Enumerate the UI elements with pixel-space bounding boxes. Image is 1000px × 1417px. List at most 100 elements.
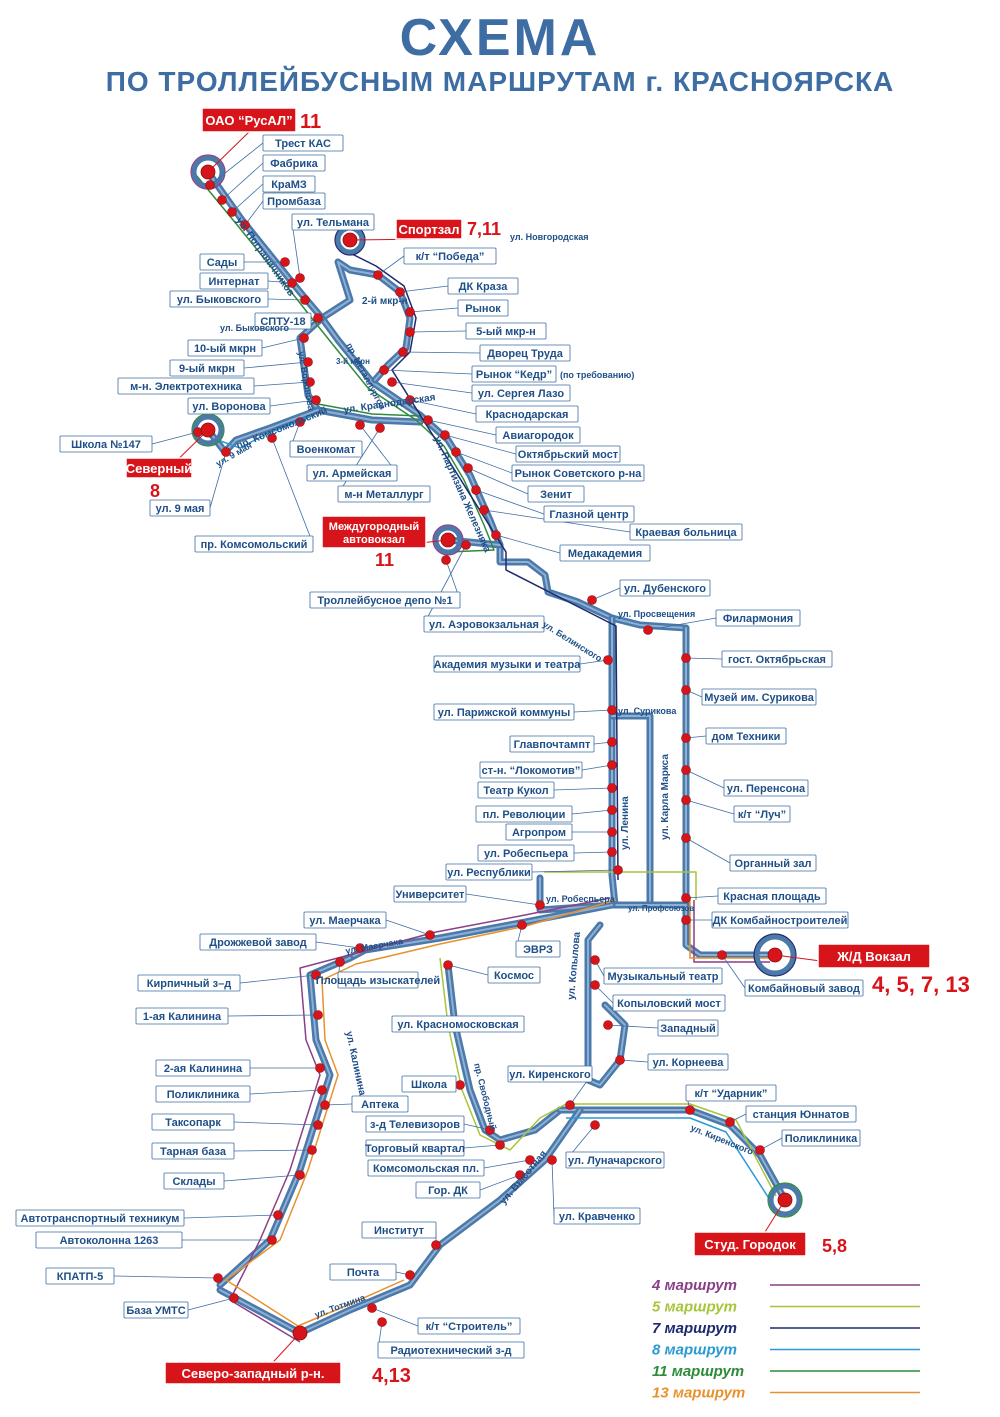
stop-respubliki[interactable] (613, 865, 623, 875)
stop-label-oktyabrsky-most[interactable]: Октябрьский мост (515, 445, 621, 463)
stop-institut[interactable] (431, 1240, 441, 1250)
stop-gor-dk[interactable] (515, 1170, 525, 1180)
stop-filarmoniya[interactable] (643, 625, 653, 635)
stop-drozhzhevoy[interactable] (355, 943, 365, 953)
stop-label-rynok-kedr[interactable]: Рынок “Кедр” (471, 365, 557, 383)
stop-tarnaya[interactable] (307, 1145, 317, 1155)
stop-organny[interactable] (681, 833, 691, 843)
stop-label-krasnomoskovskaya[interactable]: ул. Красномосковская (391, 1015, 525, 1033)
stop-label-drozhzhevoy[interactable]: Дрожжевой завод (199, 933, 317, 951)
stop-label-avtotehnikum[interactable]: Автотранспортный техникум (15, 1209, 185, 1227)
stop-kt-luch[interactable] (681, 795, 691, 805)
stop-kraevaya[interactable] (479, 505, 489, 515)
stop-label-prombaza[interactable]: Промбаза (262, 192, 326, 210)
stop-dvorets-truda[interactable] (398, 347, 408, 357)
stop-aerovokzalnaya[interactable] (461, 540, 471, 550)
stop-label-kramz[interactable]: КраМЗ (262, 175, 316, 193)
stop-label-voenkomat[interactable]: Военкомат (289, 440, 363, 458)
stop-label-aviagorodok[interactable]: Авиагородок (495, 426, 581, 444)
stop-label-medakademiya[interactable]: Медакадемия (559, 544, 651, 562)
stop-label-radiotehnichesky[interactable]: Радиотехнический з-д (377, 1341, 525, 1359)
stop-label-gost-okt[interactable]: гост. Октябрьская (721, 650, 833, 668)
stop-label-mkr10[interactable]: 10-ый мкрн (187, 339, 263, 357)
stop-kalinina1[interactable] (313, 1010, 323, 1020)
stop-label-pl-izyskateley[interactable]: Площадь изыскателей (316, 971, 440, 989)
stop-kravchenko[interactable] (547, 1155, 557, 1165)
terminal-stop[interactable] (200, 164, 216, 180)
stop-label-torgovy[interactable]: Торговый квартал (365, 1139, 465, 1157)
stop-label-agroprom[interactable]: Агропром (505, 823, 573, 841)
stop-parizhskoy[interactable] (607, 705, 617, 715)
stop-label-tarnaya[interactable]: Тарная база (151, 1142, 235, 1160)
stop-kt-pobeda[interactable] (373, 270, 383, 280)
stop-label-krasnaya-pl[interactable]: Красная площадь (717, 887, 827, 905)
stop-muz-teatr[interactable] (590, 955, 600, 965)
stop-label-pochta[interactable]: Почта (329, 1263, 397, 1281)
stop-label-kombainovy[interactable]: Комбайновый завод (744, 979, 864, 997)
stop-label-kravchenko[interactable]: ул. Кравченко (553, 1207, 641, 1225)
stop-label-elektrotehnika[interactable]: м-н. Электротехника (117, 377, 255, 395)
stop-metallurg[interactable] (375, 423, 385, 433)
stop-komsomolsky[interactable] (267, 433, 277, 443)
stop-kirpichny[interactable] (311, 970, 321, 980)
stop-label-mkr9[interactable]: 9-ый мкрн (169, 359, 245, 377)
stop-universitet[interactable] (535, 900, 545, 910)
stop-label-sklady[interactable]: Склады (163, 1172, 225, 1190)
stop-mkr10[interactable] (299, 333, 309, 343)
stop-krasnodarskaya[interactable] (405, 395, 415, 405)
stop-label-dk-kombain[interactable]: ДК Комбайностроителей (711, 911, 849, 929)
stop-label-fabrika[interactable]: Фабрика (262, 154, 326, 172)
stop-taksopark[interactable] (313, 1120, 323, 1130)
stop-teatr-kukol[interactable] (607, 783, 617, 793)
stop-trest-kas[interactable] (205, 180, 215, 190)
stop-label-voronova[interactable]: ул. Воронова (187, 397, 271, 415)
stop-evrz[interactable] (517, 920, 527, 930)
stop-robespyera[interactable] (607, 847, 617, 857)
stop-pl-izyskateley[interactable] (335, 957, 345, 967)
stop-kt-stroitel[interactable] (367, 1303, 377, 1313)
stop-label-apteka[interactable]: Аптека (351, 1095, 409, 1113)
stop-fabrika[interactable] (217, 195, 227, 205)
terminal-stop[interactable] (767, 947, 783, 963)
stop-kt-udarnik[interactable] (685, 1105, 695, 1115)
stop-label-teatr-kukol[interactable]: Театр Кукол (477, 781, 555, 799)
stop-yunnatov[interactable] (725, 1117, 735, 1127)
stop-kombainovy[interactable] (717, 950, 727, 960)
stop-label-poliklinika2[interactable]: Поликлиника (781, 1129, 861, 1147)
stop-glaznoy[interactable] (471, 485, 481, 495)
stop-label-komsomolsky[interactable]: пр. Комсомольский (194, 535, 314, 553)
terminal-rusal[interactable]: ОАО “РусАЛ”11 (200, 107, 321, 180)
stop-label-gor-dk[interactable]: Гор. ДК (415, 1181, 481, 1199)
stop-kirenskogo[interactable] (565, 1100, 575, 1110)
stop-glavpochtamt[interactable] (607, 737, 617, 747)
stop-label-baza-umts[interactable]: База УМТС (123, 1301, 189, 1319)
stop-label-universitet[interactable]: Университет (393, 885, 467, 903)
stop-lazo[interactable] (387, 377, 397, 387)
stop-poliklinika1[interactable] (317, 1085, 327, 1095)
stop-label-kalinina2[interactable]: 2-ая Калинина (155, 1059, 251, 1077)
stop-bykovskogo[interactable] (300, 295, 310, 305)
stop-label-perensona[interactable]: ул. Перенсона (723, 779, 809, 797)
stop-zapadny[interactable] (603, 1020, 613, 1030)
stop-telmana[interactable] (295, 273, 305, 283)
stop-label-depo1[interactable]: Троллейбусное депо №1 (309, 591, 461, 609)
stop-label-lunacharskogo[interactable]: ул. Луначарского (565, 1151, 665, 1169)
stop-label-dom-tehniki[interactable]: дом Техники (705, 727, 787, 745)
stop-perensona[interactable] (681, 765, 691, 775)
stop-voenkomat[interactable] (295, 417, 305, 427)
stop-label-akademiya-muzyki[interactable]: Академия музыки и театра (433, 655, 582, 673)
stop-elektrotehnika[interactable] (305, 377, 315, 387)
stop-label-bykovskogo[interactable]: ул. Быковского (169, 290, 269, 308)
stop-label-kirpichny[interactable]: Кирпичный з–д (137, 974, 241, 992)
stop-maerchaka[interactable] (425, 930, 435, 940)
stop-poliklinika2[interactable] (755, 1145, 765, 1155)
stop-gost-okt[interactable] (681, 653, 691, 663)
stop-dubenskogo[interactable] (587, 595, 597, 605)
stop-label-kosmos[interactable]: Космос (487, 966, 541, 984)
stop-kosmos[interactable] (443, 960, 453, 970)
stop-label-dubenskogo[interactable]: ул. Дубенского (619, 579, 711, 597)
stop-label-kt-pobeda[interactable]: к/т “Победа” (403, 247, 497, 265)
